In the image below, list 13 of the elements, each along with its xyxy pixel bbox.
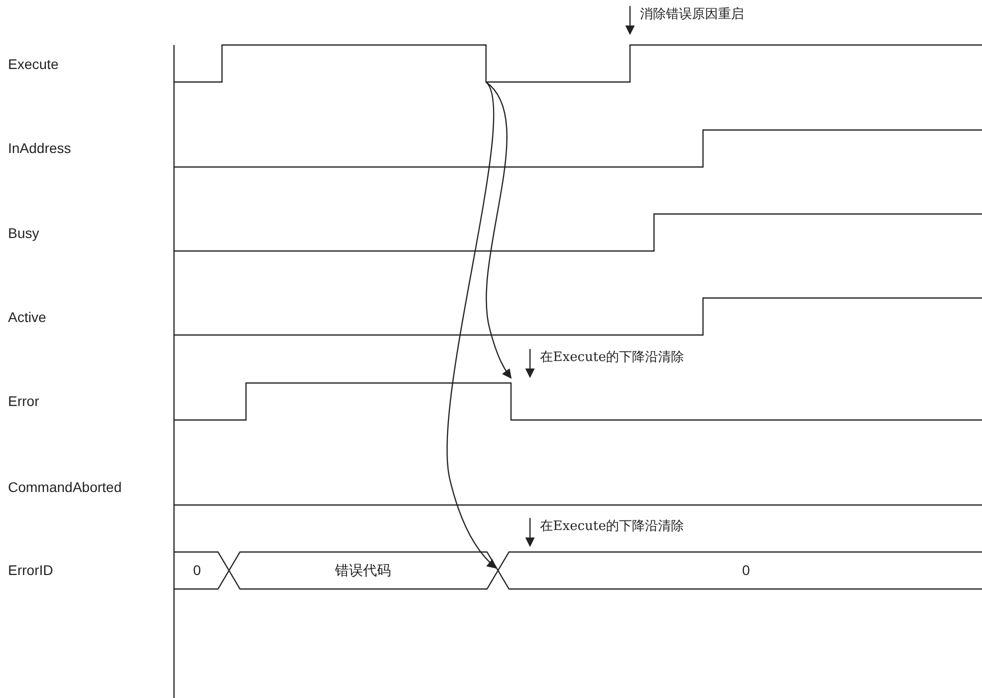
bus-value: 0 (742, 562, 750, 578)
bus-value: 0 (193, 562, 201, 578)
annotation-text: 在Execute的下降沿清除 (540, 519, 684, 535)
annotation-text: 在Execute的下降沿清除 (540, 350, 684, 366)
signal-name: CommandAborted (8, 479, 122, 495)
signal-name: Active (8, 309, 46, 325)
signal-name: InAddress (8, 140, 72, 156)
signal-name: ErrorID (8, 562, 54, 578)
annotation-text: 消除错误原因重启 (640, 7, 744, 23)
signal-name: Error (8, 393, 40, 409)
signal-name: Busy (8, 225, 40, 241)
signal-name: Execute (8, 56, 59, 72)
bus-value: 错误代码 (335, 562, 391, 578)
